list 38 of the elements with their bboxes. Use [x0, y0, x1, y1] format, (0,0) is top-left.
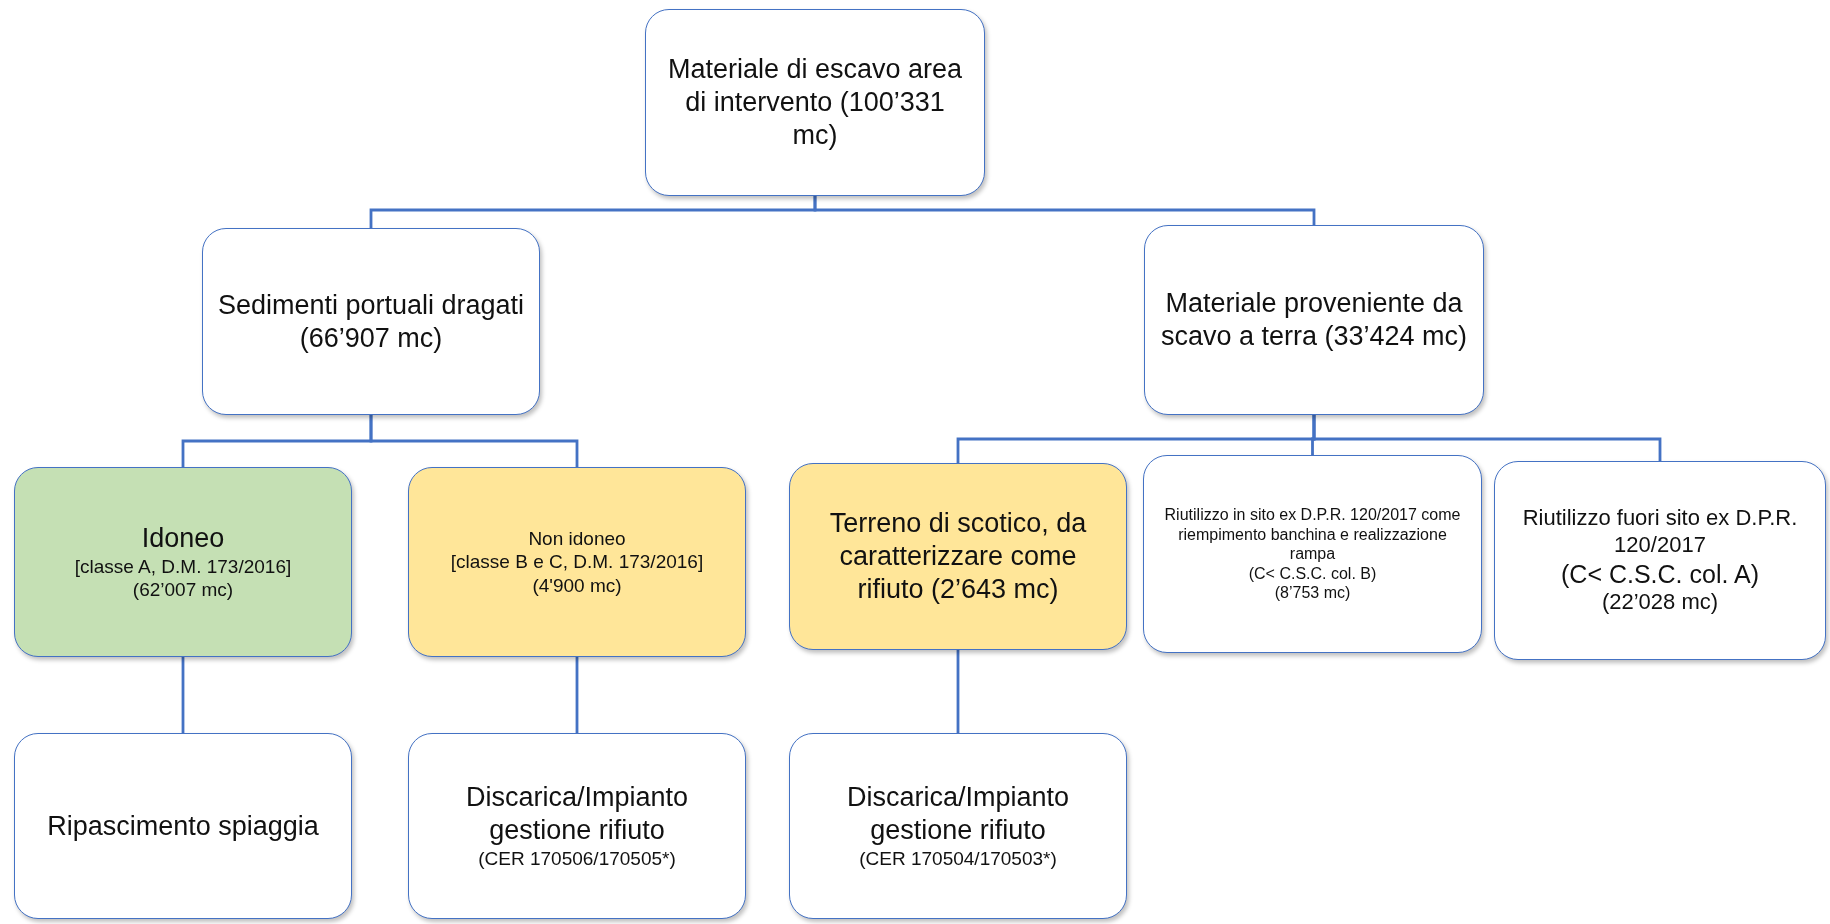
connector-line: [369, 415, 579, 467]
process-box: [408, 733, 746, 919]
connector-line: [813, 196, 1316, 225]
process-box: [1144, 225, 1484, 415]
box-text: (62’007 mc): [132, 578, 234, 602]
process-box: [14, 733, 352, 919]
box-text: (4'900 mc): [532, 573, 622, 597]
box-text: Non idoneo: [528, 527, 626, 551]
connector-line: [575, 657, 579, 733]
box-text: (22’028 mc): [1601, 589, 1719, 616]
box-text: Sedimenti portuali dragati (66’907 mc): [217, 288, 525, 355]
process-box: [14, 467, 352, 657]
box-text: Materiale proveniente da scavo a terra (33’424 mc): [1159, 287, 1469, 353]
box-text: (8’753 mc): [1274, 583, 1351, 603]
box-text: [classe B e C, D.M. 173/2016]: [450, 550, 704, 574]
box-text: [classe A, D.M. 173/2016]: [74, 555, 292, 579]
process-box: [645, 9, 985, 196]
process-box: [789, 733, 1127, 919]
box-text: Discarica/Impianto gestione rifiuto: [845, 781, 1071, 848]
box-text: Materiale di escavo area di intervento (100’331 mc): [666, 53, 964, 152]
box-text: Riutilizzo in sito ex D.P.R. 120/2017 come riempimento banchina e realizzazione rampa: [1163, 505, 1462, 564]
box-text: (CER 170504/170503*): [859, 847, 1057, 871]
box-text: (C< C.S.C. col. A): [1561, 558, 1759, 590]
box-text: Terreno di scotico, da caratterizzare come rifiuto (2’643 mc): [828, 507, 1088, 606]
box-text: (C< C.S.C. col. B): [1248, 563, 1377, 584]
process-box: [1494, 461, 1826, 660]
process-box: [789, 463, 1127, 650]
connector-line: [1312, 415, 1662, 461]
box-text: Idoneo: [141, 522, 225, 556]
box-text: Ripascimento spiaggia: [47, 809, 319, 843]
process-box: [202, 228, 540, 415]
box-text: Discarica/Impianto gestione rifiuto: [464, 781, 690, 848]
box-text: Riutilizzo fuori sito ex D.P.R. 120/2017: [1521, 505, 1799, 559]
connector-line: [956, 650, 960, 733]
box-text: (CER 170506/170505*): [478, 847, 676, 871]
connector-line: [181, 657, 185, 733]
process-box: [408, 467, 746, 657]
process-box: [1143, 455, 1482, 653]
